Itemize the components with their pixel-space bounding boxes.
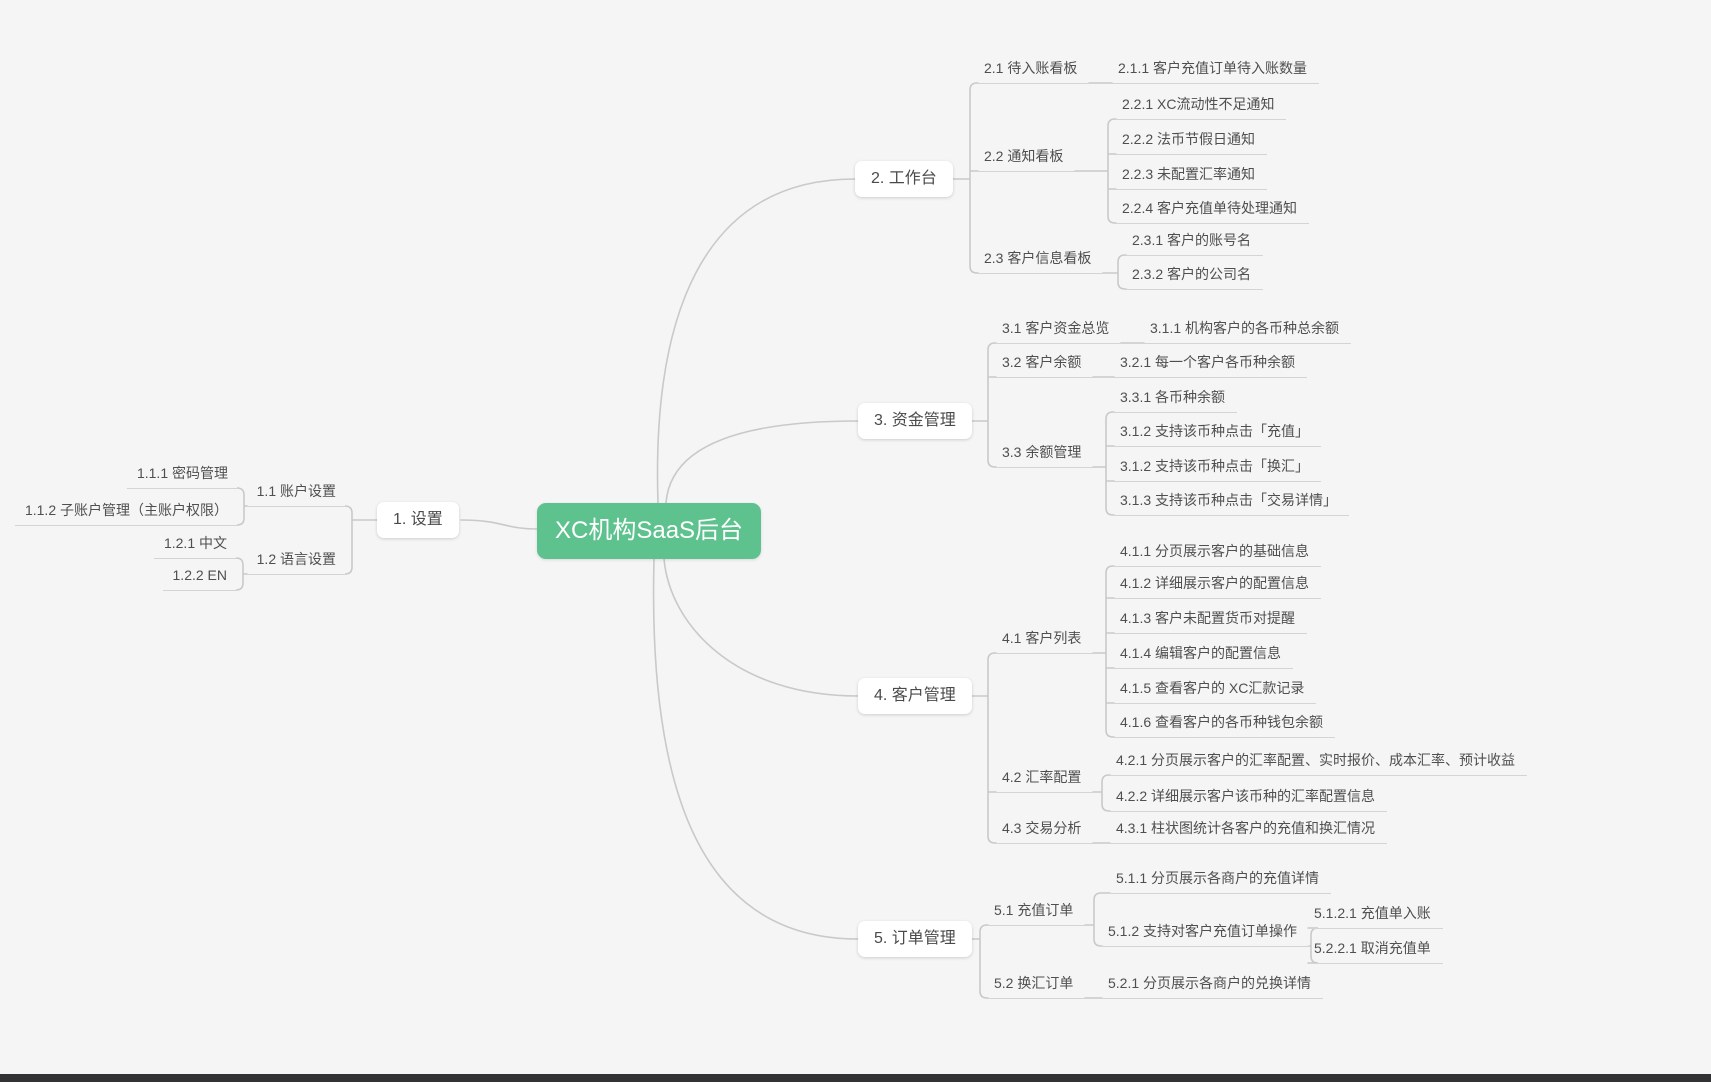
node-4-1-2[interactable]: 4.1.2 详细展示客户的配置信息 [1114,570,1322,599]
node-4-2-1[interactable]: 4.2.1 分页展示客户的汇率配置、实时报价、成本汇率、预计收益 [1110,747,1528,776]
node-2-2[interactable]: 2.2 通知看板 [978,143,1076,172]
node-5-1-2[interactable]: 5.1.2 支持对客户充值订单操作 [1102,918,1310,947]
node-1-2-2[interactable]: 1.2.2 EN [162,562,237,591]
central-topic[interactable]: XC机构SaaS后台 [537,503,762,559]
topic-5-orders[interactable]: 5. 订单管理 [858,921,972,957]
node-5-1[interactable]: 5.1 充值订单 [988,897,1086,926]
topic-2-workbench[interactable]: 2. 工作台 [855,161,953,197]
node-2-1-1[interactable]: 2.1.1 客户充值订单待入账数量 [1112,55,1320,84]
node-3-1-1[interactable]: 3.1.1 机构客户的各币种总余额 [1144,315,1352,344]
node-2-2-3[interactable]: 2.2.3 未配置汇率通知 [1116,161,1268,190]
node-3-2-1[interactable]: 3.2.1 每一个客户各币种余额 [1114,349,1308,378]
node-4-1-4[interactable]: 4.1.4 编辑客户的配置信息 [1114,640,1294,669]
node-1-1[interactable]: 1.1 账户设置 [246,478,346,507]
node-4-3[interactable]: 4.3 交易分析 [996,815,1094,844]
topic-1-settings[interactable]: 1. 设置 [377,502,459,538]
node-4-1-5[interactable]: 4.1.5 查看客户的 XC汇款记录 [1114,675,1317,704]
node-1-2[interactable]: 1.2 语言设置 [246,546,346,575]
node-3-3[interactable]: 3.3 余额管理 [996,439,1094,468]
node-2-3-1[interactable]: 2.3.1 客户的账号名 [1126,227,1264,256]
node-3-3-3[interactable]: 3.1.2 支持该币种点击「换汇」 [1114,453,1322,482]
node-4-1[interactable]: 4.1 客户列表 [996,625,1094,654]
node-4-1-1[interactable]: 4.1.1 分页展示客户的基础信息 [1114,538,1322,567]
node-3-3-2[interactable]: 3.1.2 支持该币种点击「充值」 [1114,418,1322,447]
node-5-1-2-1[interactable]: 5.1.2.1 充值单入账 [1308,900,1443,929]
node-3-3-4[interactable]: 3.1.3 支持该币种点击「交易详情」 [1114,487,1350,516]
node-4-1-3[interactable]: 4.1.3 客户未配置货币对提醒 [1114,605,1308,634]
node-2-2-4[interactable]: 2.2.4 客户充值单待处理通知 [1116,195,1310,224]
topic-3-funds[interactable]: 3. 资金管理 [858,403,972,439]
node-2-2-2[interactable]: 2.2.2 法币节假日通知 [1116,126,1268,155]
node-2-2-1[interactable]: 2.2.1 XC流动性不足通知 [1116,91,1287,120]
node-5-2[interactable]: 5.2 换汇订单 [988,970,1086,999]
node-1-2-1[interactable]: 1.2.1 中文 [153,530,237,559]
bottom-edge-bar [0,1074,1711,1082]
node-5-2-1[interactable]: 5.2.1 分页展示各商户的兑换详情 [1102,970,1324,999]
topic-4-customers[interactable]: 4. 客户管理 [858,678,972,714]
node-3-2[interactable]: 3.2 客户余额 [996,349,1094,378]
node-2-3-2[interactable]: 2.3.2 客户的公司名 [1126,261,1264,290]
node-5-1-1[interactable]: 5.1.1 分页展示各商户的充值详情 [1110,865,1332,894]
node-2-3[interactable]: 2.3 客户信息看板 [978,245,1104,274]
node-4-2[interactable]: 4.2 汇率配置 [996,764,1094,793]
node-4-3-1[interactable]: 4.3.1 柱状图统计各客户的充值和换汇情况 [1110,815,1388,844]
node-3-1[interactable]: 3.1 客户资金总览 [996,315,1122,344]
node-2-1[interactable]: 2.1 待入账看板 [978,55,1090,84]
node-4-2-2[interactable]: 4.2.2 详细展示客户该币种的汇率配置信息 [1110,783,1388,812]
node-5-2-2-1[interactable]: 5.2.2.1 取消充值单 [1308,935,1443,964]
node-3-3-1[interactable]: 3.3.1 各币种余额 [1114,384,1238,413]
node-1-1-2[interactable]: 1.1.2 子账户管理（主账户权限） [14,497,238,526]
node-4-1-6[interactable]: 4.1.6 查看客户的各币种钱包余额 [1114,709,1336,738]
node-1-1-1[interactable]: 1.1.1 密码管理 [126,460,238,489]
